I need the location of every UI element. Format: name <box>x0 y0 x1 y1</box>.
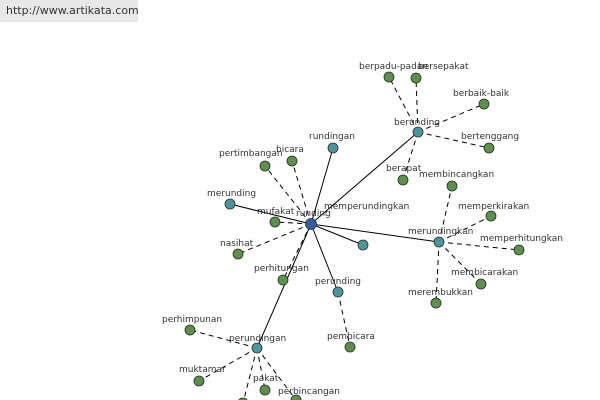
node-label-membincangkan: membincangkan <box>419 170 494 180</box>
node-label-muktamar: muktamar <box>179 365 226 375</box>
node-memperundingkan[interactable] <box>357 239 369 251</box>
edge-perundingan-perhimpunan <box>189 329 258 349</box>
node-label-berbaik-baik: berbaik-baik <box>453 89 510 99</box>
node-mufakat[interactable] <box>269 216 281 228</box>
edge-berunding-bersepakat <box>415 77 419 133</box>
node-label-merembukkan: merembukkan <box>408 288 473 298</box>
node-label-mufakat: mufakat <box>257 207 295 217</box>
node-nasihat[interactable] <box>232 248 244 260</box>
edge-merundingkan-memperkirakan <box>438 215 492 243</box>
node-merembukkan[interactable] <box>430 297 442 309</box>
node-bertenggang[interactable] <box>483 142 495 154</box>
nodes-layer <box>184 71 525 400</box>
edge-berunding-berpadu-padan <box>388 76 419 133</box>
source-url-label: http://www.artikata.com <box>0 0 139 22</box>
edge-perunding-pembicara <box>337 291 351 348</box>
node-memperkirakan[interactable] <box>485 210 497 222</box>
node-rundingan[interactable] <box>327 142 339 154</box>
node-membicarakan[interactable] <box>475 278 487 290</box>
edge-perundingan-muktamar <box>198 347 258 382</box>
node-perunding[interactable] <box>332 286 344 298</box>
node-muktamar[interactable] <box>193 375 205 387</box>
edge-merundingkan-membincangkan <box>438 185 453 243</box>
node-label-berunding: berunding <box>394 118 440 128</box>
node-berbaik-baik[interactable] <box>478 98 490 110</box>
node-label-perbincangan: perbincangan <box>278 387 340 397</box>
edge-merundingkan-memperhitungkan <box>438 241 520 251</box>
node-bicara[interactable] <box>286 155 298 167</box>
node-label-memperkirakan: memperkirakan <box>458 202 529 212</box>
edge-runding-mufakat <box>274 221 312 225</box>
node-label-pertimbangan: pertimbangan <box>219 149 283 159</box>
node-pembicara[interactable] <box>344 341 356 353</box>
edge-merundingkan-merembukkan <box>435 241 440 304</box>
node-label-memperundingkan: memperundingkan <box>324 202 409 212</box>
node-perhitungan[interactable] <box>277 274 289 286</box>
edge-runding-perhitungan <box>282 223 312 281</box>
edge-runding-nasihat <box>237 223 312 255</box>
node-label-bertenggang: bertenggang <box>461 132 519 142</box>
node-label-merunding: merunding <box>207 189 256 199</box>
node-label-pakat: pakat <box>253 374 279 384</box>
edge-runding-memperundingkan <box>310 223 364 246</box>
node-merundingkan[interactable] <box>433 236 445 248</box>
node-label-perhitungan: perhitungan <box>254 264 309 274</box>
node-runding[interactable] <box>305 218 317 230</box>
node-label-berapat: berapat <box>386 164 422 174</box>
node-label-memperhitungkan: memperhitungkan <box>480 234 563 244</box>
node-membincangkan[interactable] <box>446 180 458 192</box>
node-berapat[interactable] <box>397 174 409 186</box>
edge-runding-perunding <box>310 223 339 293</box>
edge-runding-merunding <box>229 203 312 225</box>
node-label-bicara: bicara <box>276 145 304 155</box>
edge-runding-berunding <box>310 131 419 225</box>
edge-merundingkan-membicarakan <box>438 241 482 285</box>
edge-perundingan-sidang <box>243 347 258 400</box>
node-merunding[interactable] <box>224 198 236 210</box>
node-label-pembicara: pembicara <box>327 332 375 342</box>
node-bersepakat[interactable] <box>410 72 422 84</box>
edge-runding-rundingan <box>310 147 334 225</box>
edge-perundingan-pakat <box>256 347 266 391</box>
node-label-nasihat: nasihat <box>220 239 254 249</box>
node-memperhitungkan[interactable] <box>513 244 525 256</box>
edge-perundingan-perbincangan <box>256 347 297 400</box>
edge-runding-perundingan <box>256 223 312 349</box>
node-berpadu-padan[interactable] <box>383 71 395 83</box>
edge-runding-merundingkan <box>310 223 440 243</box>
edge-runding-bicara <box>291 160 312 225</box>
edges-layer <box>189 76 520 400</box>
node-pertimbangan[interactable] <box>259 160 271 172</box>
labels-layer: runding berunding merundingkan perundingan r… <box>162 62 563 397</box>
node-perundingan[interactable] <box>251 342 263 354</box>
node-label-perunding: perunding <box>315 277 361 287</box>
node-label-runding: runding <box>296 209 331 219</box>
node-label-perundingan: perundingan <box>229 334 286 344</box>
node-perhimpunan[interactable] <box>184 324 196 336</box>
node-berunding[interactable] <box>412 126 424 138</box>
node-label-rundingan: rundingan <box>309 132 355 142</box>
edge-runding-pertimbangan <box>264 165 312 225</box>
node-label-bersepakat: bersepakat <box>418 62 469 72</box>
node-label-berpadu-padan: berpadu-padan <box>359 62 428 72</box>
node-label-merundingkan: merundingkan <box>408 227 473 237</box>
edge-berunding-bertenggang <box>417 131 490 149</box>
edge-berunding-berbaik-baik <box>417 103 485 133</box>
node-label-perhimpunan: perhimpunan <box>162 315 222 325</box>
node-pakat[interactable] <box>259 384 271 396</box>
node-perbincangan[interactable] <box>290 394 302 400</box>
node-label-membicarakan: membicarakan <box>451 268 518 278</box>
